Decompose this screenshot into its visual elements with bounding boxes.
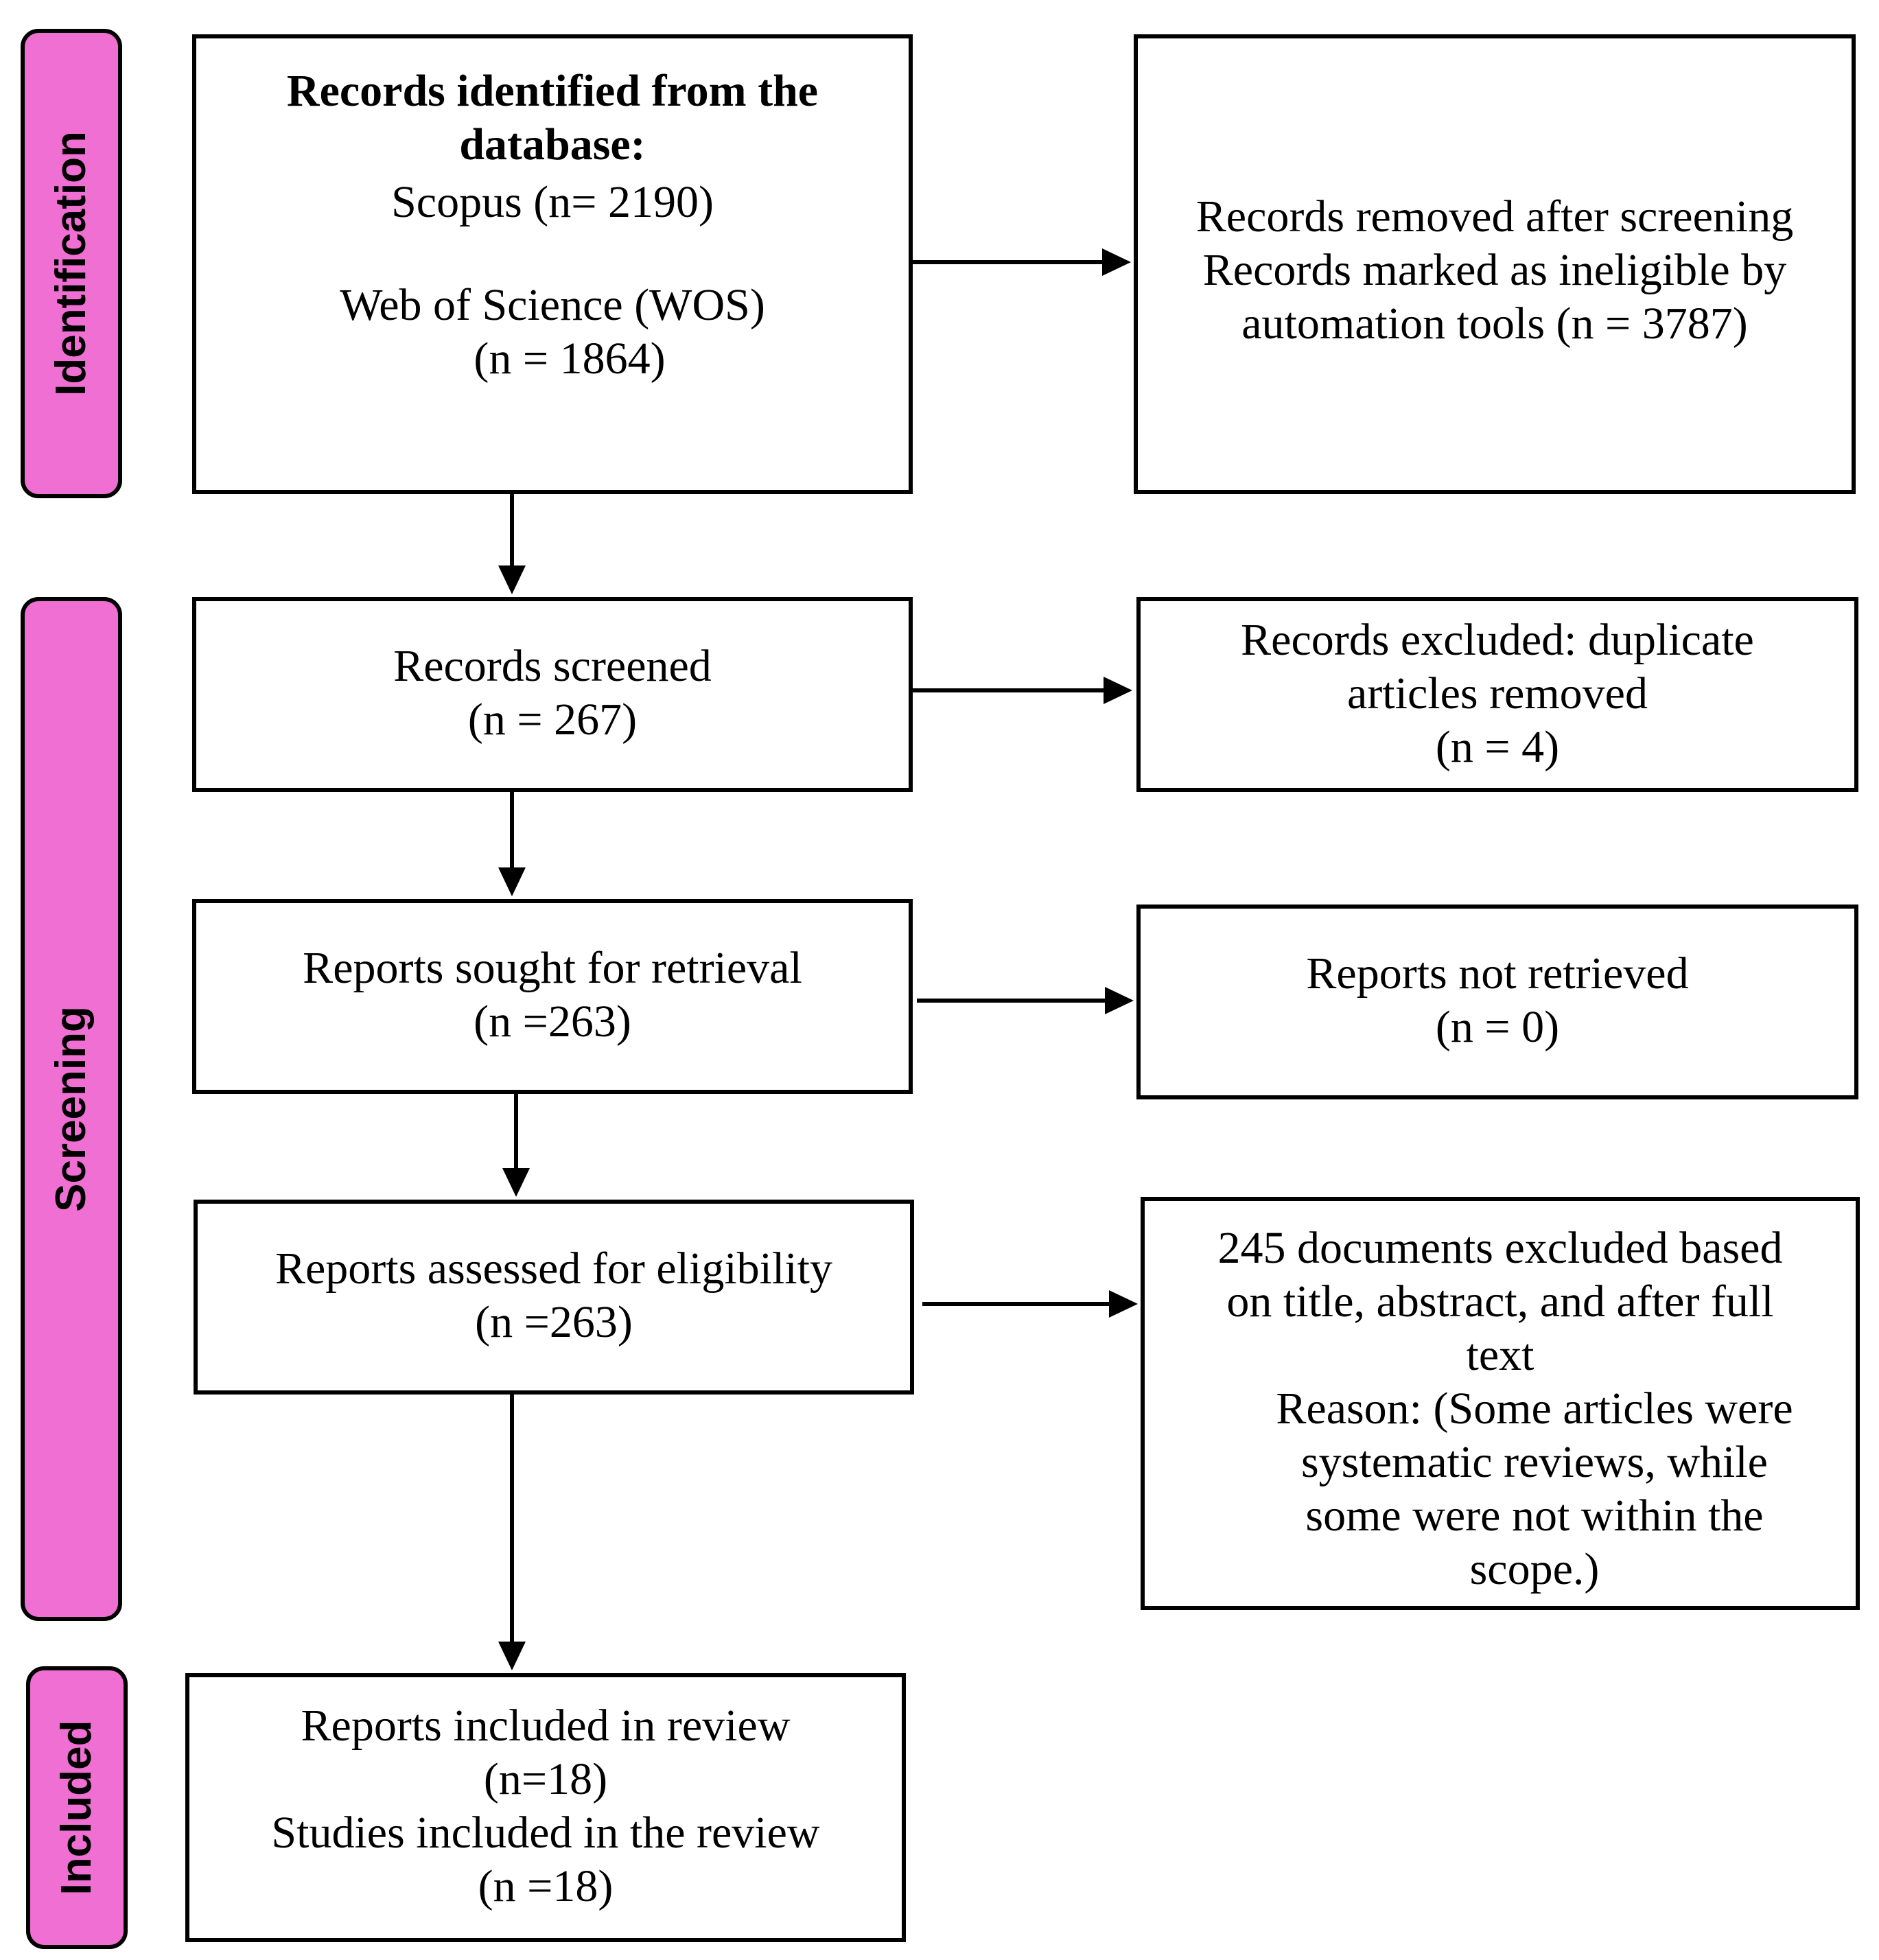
reports-included-count: (n=18) bbox=[483, 1754, 608, 1804]
studies-included-label: Studies included in the review bbox=[271, 1808, 820, 1858]
phase-identification: Identification bbox=[21, 29, 122, 498]
arrowhead-sought bbox=[498, 867, 526, 896]
records-removed-line-1: Records removed after screening bbox=[1195, 191, 1794, 242]
arrowhead-duplicates bbox=[1104, 677, 1132, 704]
records-screened-box: Records screened (n = 267) bbox=[192, 597, 913, 792]
reports-included-box: Reports included in review (n=18) Studie… bbox=[185, 1673, 906, 1942]
not-retrieved-count: (n = 0) bbox=[1435, 1002, 1560, 1052]
fulltext-excluded-reason-3: some were not within the bbox=[1305, 1491, 1764, 1541]
not-retrieved-label: Reports not retrieved bbox=[1306, 948, 1689, 999]
arrowhead-assessed bbox=[502, 1168, 530, 1197]
reports-assessed-count: (n =263) bbox=[475, 1297, 633, 1347]
fulltext-excluded-line-2: on title, abstract, and after full bbox=[1226, 1276, 1774, 1327]
reports-included-label: Reports included in review bbox=[301, 1701, 791, 1751]
duplicates-excluded-box: Records excluded: duplicate articles rem… bbox=[1136, 597, 1858, 792]
arrowhead-fulltext-excluded bbox=[1109, 1290, 1138, 1318]
arrowhead-screened bbox=[498, 565, 526, 594]
records-removed-box: Records removed after screening Records … bbox=[1134, 34, 1856, 494]
arrowhead-included bbox=[498, 1642, 526, 1670]
reports-sought-label: Reports sought for retrieval bbox=[303, 943, 802, 993]
duplicates-excluded-line-2: articles removed bbox=[1347, 668, 1648, 719]
scopus-count: Scopus (n= 2190) bbox=[391, 177, 714, 227]
fulltext-excluded-box: 245 documents excluded based on title, a… bbox=[1141, 1197, 1860, 1610]
reports-sought-count: (n =263) bbox=[474, 996, 631, 1047]
duplicates-excluded-count: (n = 4) bbox=[1435, 722, 1560, 772]
arrowhead-removed bbox=[1102, 248, 1131, 276]
fulltext-excluded-line-3: text bbox=[1466, 1330, 1534, 1380]
reports-assessed-label: Reports assessed for eligibility bbox=[275, 1244, 833, 1294]
duplicates-excluded-line-1: Records excluded: duplicate bbox=[1241, 615, 1754, 665]
records-identified-box: Records identified from the database: Sc… bbox=[192, 34, 913, 494]
records-removed-line-3: automation tools (n = 3787) bbox=[1241, 299, 1748, 349]
studies-included-count: (n =18) bbox=[478, 1861, 614, 1911]
wos-label: Web of Science (WOS) bbox=[340, 280, 765, 330]
records-screened-count: (n = 267) bbox=[467, 695, 638, 745]
phase-screening: Screening bbox=[21, 597, 122, 1621]
records-removed-line-2: Records marked as ineligible by bbox=[1202, 245, 1787, 295]
records-identified-title-1: Records identified from the bbox=[286, 66, 819, 116]
fulltext-excluded-reason-4: scope.) bbox=[1469, 1544, 1600, 1594]
records-screened-label: Records screened bbox=[393, 641, 712, 691]
arrowhead-not-retrieved bbox=[1105, 987, 1134, 1014]
reports-assessed-box: Reports assessed for eligibility (n =263… bbox=[194, 1200, 914, 1395]
records-identified-title-2: database: bbox=[459, 119, 646, 170]
fulltext-excluded-reason-2: systematic reviews, while bbox=[1301, 1437, 1768, 1487]
fulltext-excluded-line-1: 245 documents excluded based bbox=[1217, 1223, 1783, 1273]
wos-count: (n = 1864) bbox=[474, 334, 666, 384]
phase-included: Included bbox=[26, 1666, 128, 1949]
reports-sought-box: Reports sought for retrieval (n =263) bbox=[192, 899, 913, 1094]
fulltext-excluded-reason-1: Reason: (Some articles were bbox=[1276, 1384, 1793, 1434]
not-retrieved-box: Reports not retrieved (n = 0) bbox=[1136, 905, 1858, 1099]
